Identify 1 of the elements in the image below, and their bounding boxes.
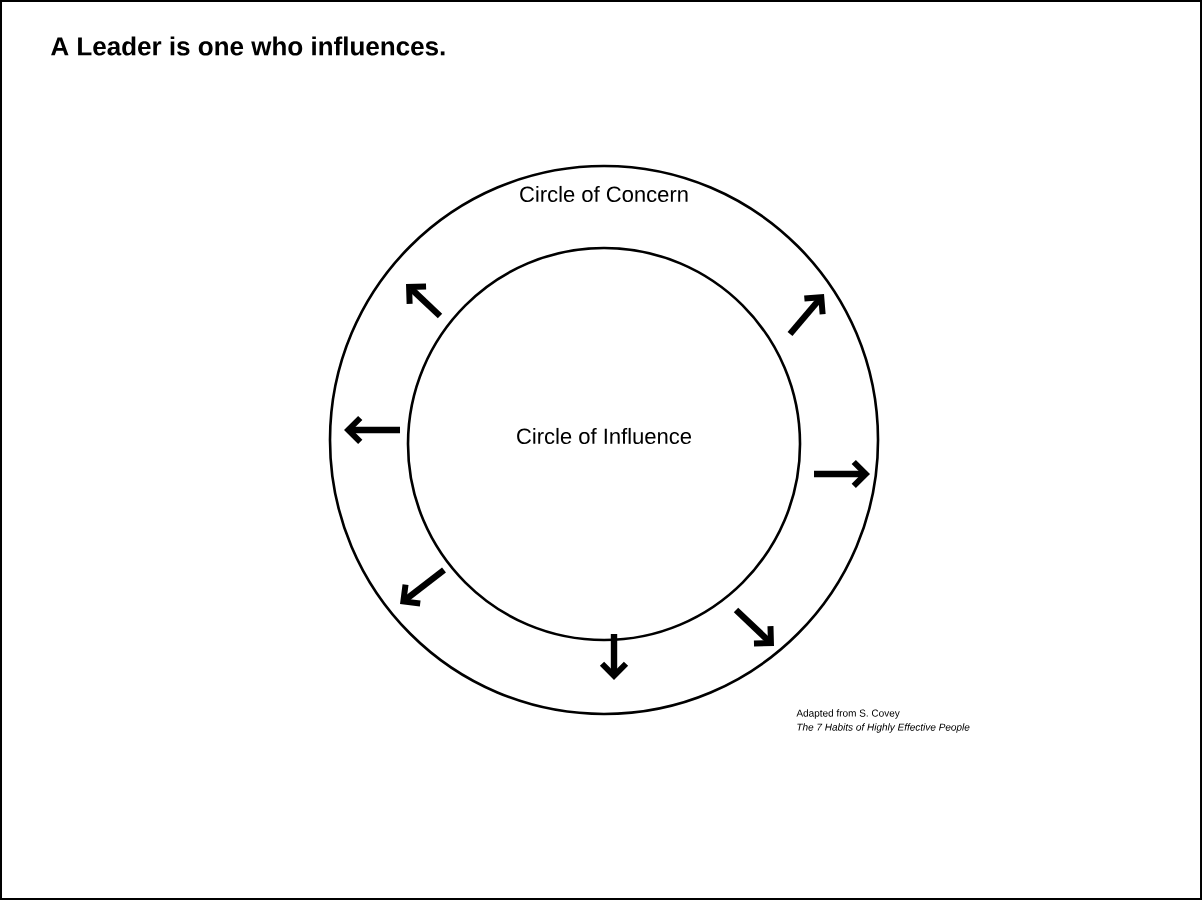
slide-title: A Leader is one who influences. [51, 36, 445, 56]
